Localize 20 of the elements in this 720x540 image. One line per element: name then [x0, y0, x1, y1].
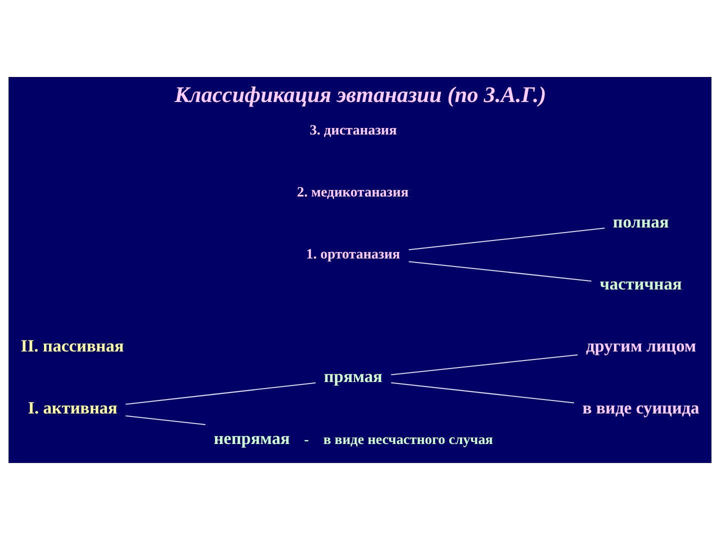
connector: [126, 415, 206, 426]
node-label: в виде несчастного случая: [323, 432, 494, 448]
node-text: II. пассивная: [20, 336, 124, 356]
connector: [391, 354, 578, 376]
connector: [408, 228, 605, 250]
node-text: частичная: [600, 274, 682, 294]
node-text: непрямая: [214, 428, 290, 448]
connector: [126, 382, 316, 405]
node-text: 2. медикотаназия: [297, 184, 409, 201]
node-text: другим лицом: [586, 336, 696, 356]
node-text: полная: [612, 212, 669, 232]
connector: [408, 261, 592, 282]
connector: [391, 382, 574, 404]
node-label: -: [304, 432, 309, 448]
node-text: в виде суицида: [582, 398, 700, 418]
node-text: 1. ортотаназия: [306, 246, 400, 263]
diagram-title: Классификация эвтаназии (по З.А.Г.): [174, 82, 546, 107]
node-text: прямая: [324, 366, 382, 386]
node-text: I. активная: [28, 398, 118, 418]
node-text: 3. дистаназия: [310, 122, 397, 139]
